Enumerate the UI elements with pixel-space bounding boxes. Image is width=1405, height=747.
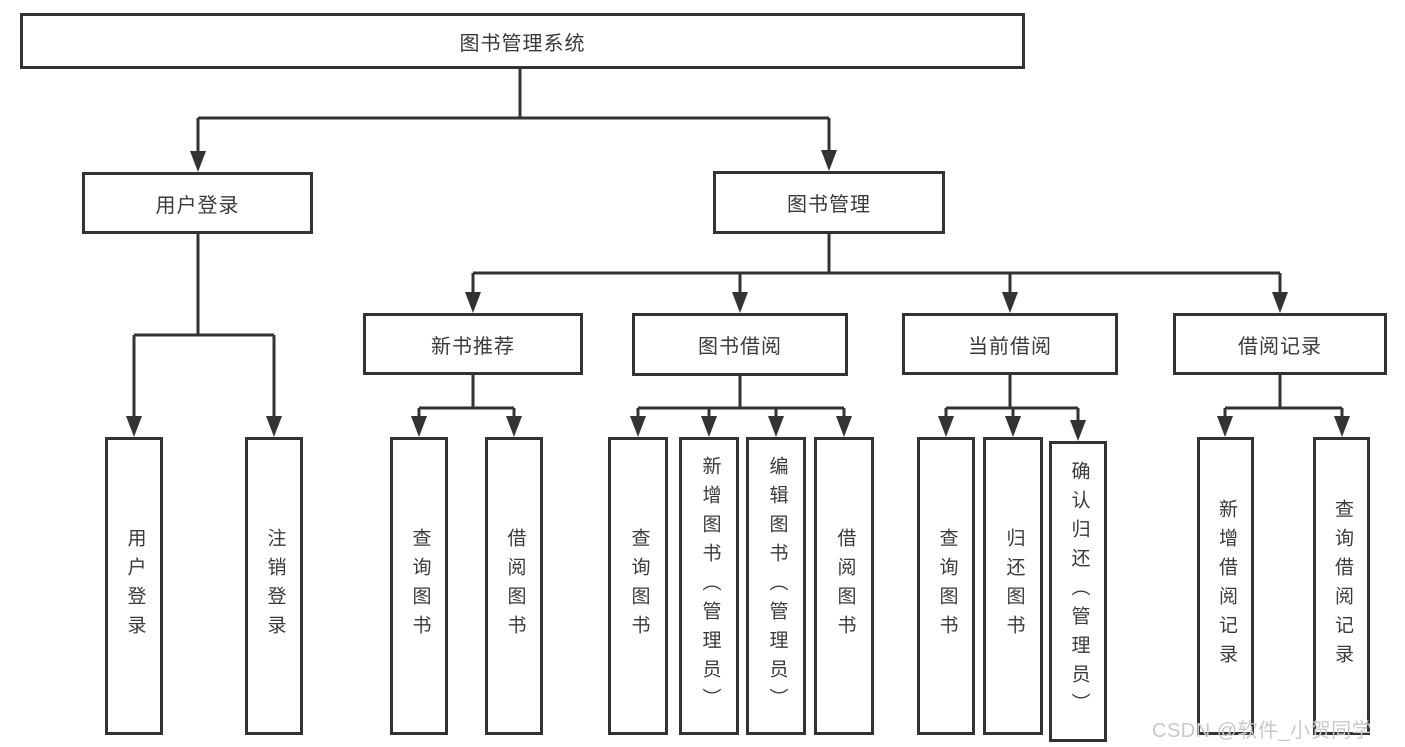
node-root-label: 图书管理系统 (459, 32, 586, 55)
node-leaf-query-borrow-record: 查询借阅记录 (1313, 437, 1370, 735)
node-leaf-borrow-book-recommend-label: 借阅图书 (504, 528, 526, 644)
node-leaf-borrow-book: 借阅图书 (814, 437, 874, 735)
node-current-borrow-label: 当前借阅 (968, 335, 1052, 358)
node-root: 图书管理系统 (20, 13, 1025, 69)
node-leaf-query-borrow-record-label: 查询借阅记录 (1331, 499, 1353, 673)
node-leaf-confirm-return-admin-label: 确认归还（管理员） (1068, 461, 1090, 722)
node-leaf-edit-book-admin-label: 编辑图书（管理员） (766, 455, 788, 717)
node-leaf-query-book-recommend: 查询图书 (390, 437, 448, 735)
node-new-book-recommend: 新书推荐 (363, 313, 583, 375)
node-leaf-add-book-admin-label: 新增图书（管理员） (699, 455, 721, 717)
node-leaf-query-book-current-label: 查询图书 (936, 528, 958, 644)
node-leaf-query-book-borrow-label: 查询图书 (628, 528, 650, 644)
node-leaf-user-login-label: 用户登录 (124, 528, 146, 644)
node-leaf-query-book-current: 查询图书 (917, 437, 975, 735)
csdn-watermark: CSDN @软件_小贺同学 (1152, 720, 1373, 742)
node-user-login: 用户登录 (82, 172, 313, 234)
node-leaf-add-borrow-record-label: 新增借阅记录 (1215, 499, 1237, 673)
node-leaf-borrow-book-recommend: 借阅图书 (485, 437, 543, 735)
node-book-management-label: 图书管理 (787, 194, 871, 216)
node-leaf-add-borrow-record: 新增借阅记录 (1197, 437, 1254, 735)
node-borrow-record: 借阅记录 (1173, 313, 1387, 375)
node-leaf-logout: 注销登录 (245, 437, 303, 735)
node-leaf-borrow-book-label: 借阅图书 (834, 528, 856, 644)
node-leaf-logout-label: 注销登录 (264, 528, 286, 644)
node-book-borrow: 图书借阅 (632, 313, 848, 376)
node-book-management: 图书管理 (713, 171, 945, 234)
node-leaf-user-login: 用户登录 (105, 437, 163, 735)
node-leaf-query-book-borrow: 查询图书 (608, 437, 668, 735)
node-leaf-return-book-label: 归还图书 (1003, 528, 1025, 644)
node-new-book-recommend-label: 新书推荐 (431, 335, 515, 358)
node-current-borrow: 当前借阅 (902, 313, 1118, 375)
node-book-borrow-label: 图书借阅 (698, 336, 782, 358)
node-leaf-return-book: 归还图书 (983, 437, 1043, 735)
node-leaf-edit-book-admin: 编辑图书（管理员） (746, 437, 806, 735)
node-leaf-confirm-return-admin: 确认归还（管理员） (1049, 441, 1107, 742)
node-borrow-record-label: 借阅记录 (1238, 335, 1322, 358)
node-leaf-add-book-admin: 新增图书（管理员） (679, 437, 739, 735)
node-user-login-label: 用户登录 (155, 194, 240, 217)
node-leaf-query-book-recommend-label: 查询图书 (409, 528, 431, 644)
